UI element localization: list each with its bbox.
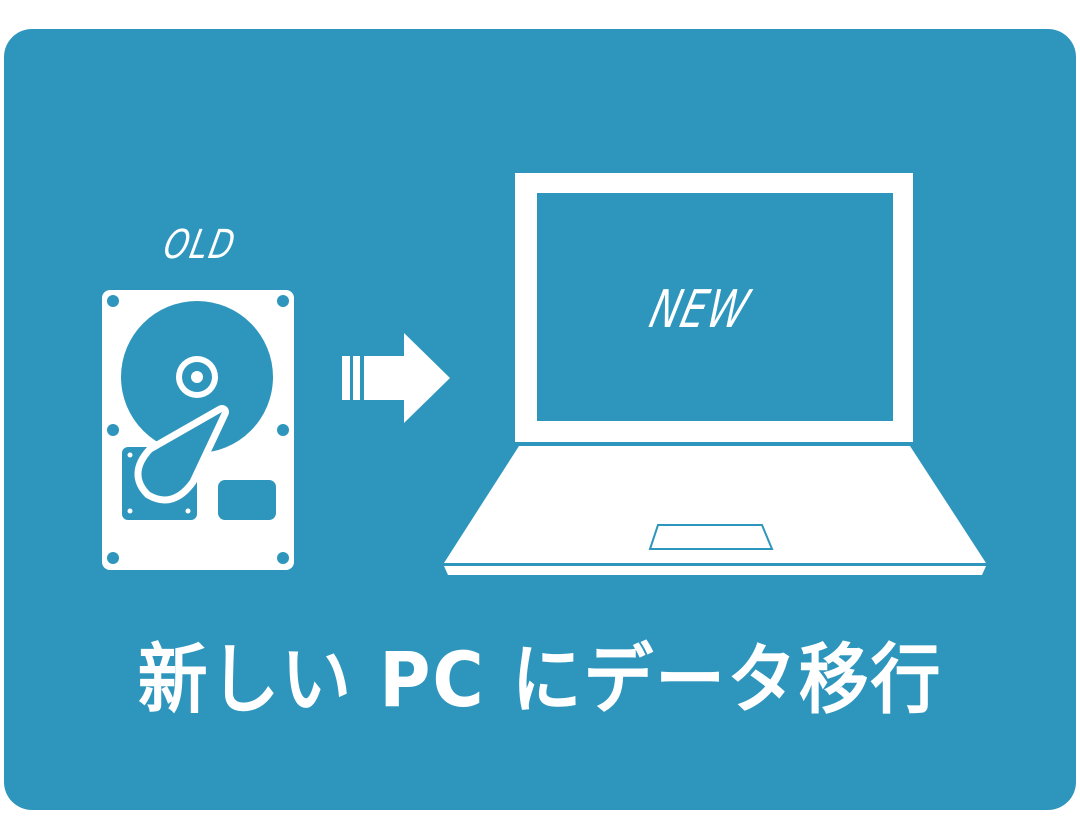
arrow-right-icon	[342, 333, 450, 423]
laptop-icon	[444, 173, 986, 575]
new-label: NEW	[644, 280, 756, 340]
old-label: OLD	[159, 222, 241, 268]
headline: 新しい PC にデータ移行	[137, 635, 943, 724]
hard-drive-icon	[102, 290, 294, 570]
